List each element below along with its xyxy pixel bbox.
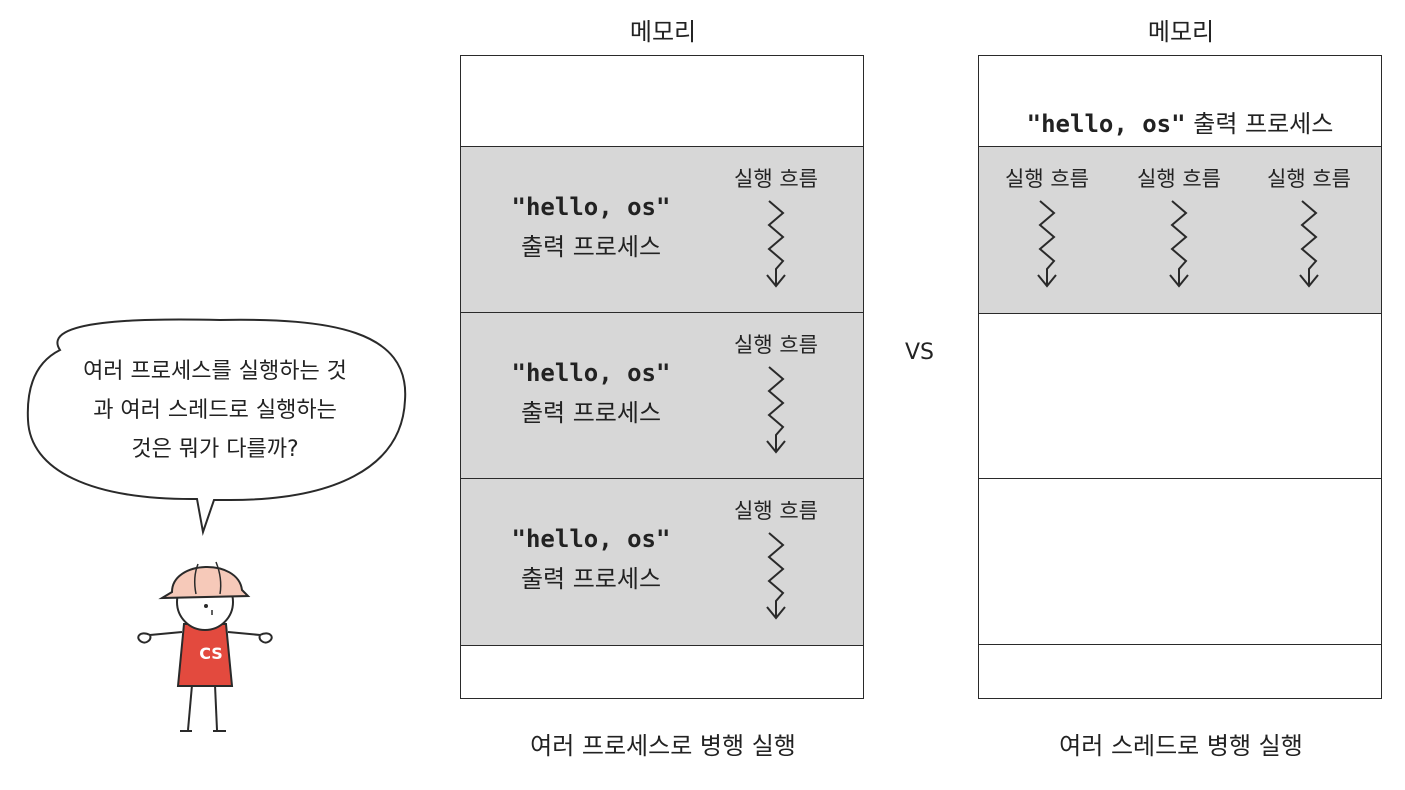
execution-flow: 실행 흐름 [716, 329, 836, 455]
caption-left: 여러 프로세스로 병행 실행 [530, 732, 796, 760]
process-block: "hello, os" 출력 프로세스 실행 흐름 [461, 312, 863, 480]
process-label: "hello, os" 출력 프로세스 [461, 353, 721, 433]
zigzag-arrow-icon [1299, 200, 1319, 288]
speech-line: 여러 프로세스를 실행하는 것 [83, 359, 347, 384]
memory-title-left: 메모리 [629, 18, 697, 46]
memory-title-right: 메모리 [1147, 18, 1215, 46]
memory-empty-region [979, 478, 1381, 646]
process-block: "hello, os" 출력 프로세스 실행 흐름 [461, 146, 863, 314]
thread-flow: 실행 흐름 [1249, 163, 1369, 289]
flow-label: 실행 흐름 [1267, 167, 1351, 191]
process-block: "hello, os" 출력 프로세스 실행 흐름 [461, 478, 863, 646]
process-label: "hello, os" 출력 프로세스 [461, 187, 721, 267]
process-header: "hello, os" 출력 프로세스 [979, 104, 1381, 139]
zigzag-arrow-icon [766, 200, 786, 288]
memory-box-right: "hello, os" 출력 프로세스 실행 흐름 실행 흐름 실행 흐름 [978, 55, 1382, 699]
flow-label: 실행 흐름 [734, 167, 818, 191]
memory-empty-bottom [461, 646, 863, 698]
process-name: 출력 프로세스 [520, 233, 662, 261]
process-quote: "hello, os" [511, 193, 671, 221]
flow-label: 실행 흐름 [1137, 167, 1221, 191]
zigzag-arrow-icon [1037, 200, 1057, 288]
speech-line: 과 여러 스레드로 실행하는 [93, 398, 337, 423]
speech-bubble [26, 318, 407, 536]
process-name: 출력 프로세스 [1193, 110, 1334, 138]
thread-area: 실행 흐름 실행 흐름 실행 흐름 [979, 146, 1381, 314]
process-quote: "hello, os" [511, 525, 671, 553]
flow-label: 실행 흐름 [734, 499, 818, 523]
execution-flow: 실행 흐름 [716, 495, 836, 621]
process-quote: "hello, os" [511, 359, 671, 387]
process-label: "hello, os" 출력 프로세스 [461, 519, 721, 599]
zigzag-arrow-icon [766, 366, 786, 454]
flow-label: 실행 흐름 [1005, 167, 1089, 191]
process-name: 출력 프로세스 [520, 565, 662, 593]
thread-flow: 실행 흐름 [987, 163, 1107, 289]
caption-right: 여러 스레드로 병행 실행 [1059, 732, 1303, 760]
zigzag-arrow-icon [766, 532, 786, 620]
process-quote: "hello, os" [1026, 110, 1186, 138]
process-name: 출력 프로세스 [520, 399, 662, 427]
memory-empty-top [461, 56, 863, 146]
execution-flow: 실행 흐름 [716, 163, 836, 289]
flow-label: 실행 흐름 [734, 333, 818, 357]
shirt-label: CS [199, 644, 223, 663]
zigzag-arrow-icon [1169, 200, 1189, 288]
thread-flow: 실행 흐름 [1119, 163, 1239, 289]
character-illustration [137, 561, 273, 732]
speech-bubble-text: 여러 프로세스를 실행하는 것 과 여러 스레드로 실행하는 것은 뭐가 다를까… [40, 352, 390, 469]
vs-label: VS [905, 340, 935, 365]
helmet-icon [158, 566, 251, 600]
speech-line: 것은 뭐가 다를까? [131, 437, 299, 462]
memory-box-left: "hello, os" 출력 프로세스 실행 흐름 "hello, os" 출력… [460, 55, 864, 699]
memory-empty-bottom [979, 644, 1381, 698]
